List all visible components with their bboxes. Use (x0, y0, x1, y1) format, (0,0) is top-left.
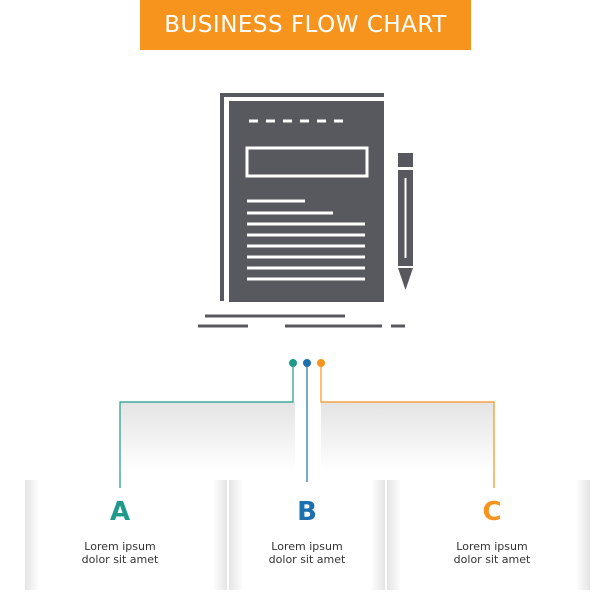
step-description-a-line1: Lorem ipsum (84, 540, 156, 553)
step-description-a-line2: dolor sit amet (81, 553, 159, 566)
step-panel-a (25, 480, 227, 590)
title-banner: BUSINESS FLOW CHART (140, 0, 471, 50)
connector-line-a (119, 363, 294, 488)
step-letter-b: B (297, 497, 317, 527)
glow-a (120, 402, 295, 472)
document-text-lines (247, 199, 365, 281)
document-back-sheet (220, 93, 384, 301)
step-description-b: Lorem ipsum dolor sit amet (237, 540, 377, 566)
page-title: BUSINESS FLOW CHART (164, 12, 447, 38)
step-description-b-line2: dolor sit amet (268, 553, 346, 566)
step-description-b-line1: Lorem ipsum (271, 540, 343, 553)
step-description-c: Lorem ipsum dolor sit amet (422, 540, 562, 566)
step-panel-c (387, 480, 590, 590)
step-panel-b (229, 480, 385, 590)
document-with-pencil-icon (198, 93, 413, 328)
icon-ground-lines (198, 314, 405, 328)
step-letter-a: A (109, 497, 131, 527)
step-letter-c: C (482, 497, 502, 527)
step-description-c-line1: Lorem ipsum (456, 540, 528, 553)
document-heading-box (245, 146, 369, 178)
connector-line-c (320, 363, 495, 488)
step-description-a: Lorem ipsum dolor sit amet (50, 540, 190, 566)
step-description-c-line2: dolor sit amet (453, 553, 531, 566)
glow-c (321, 402, 494, 472)
